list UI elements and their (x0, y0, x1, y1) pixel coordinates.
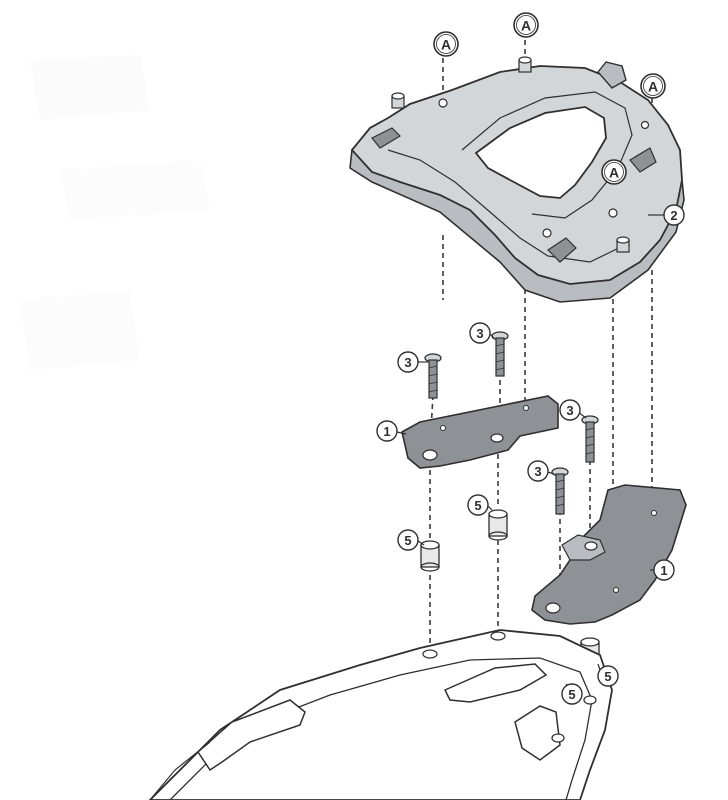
callout-bracket-left: 1 (376, 420, 407, 442)
callout-bracket-right: 1 (650, 559, 675, 581)
svg-text:5: 5 (404, 533, 411, 548)
callout-screw: 3 (559, 399, 587, 421)
callout-spacer: 5 (467, 494, 493, 516)
callout-spacer: 5 (397, 529, 425, 551)
callout-plate: 2 (648, 204, 685, 226)
svg-text:3: 3 (566, 403, 573, 418)
callout-screw: 3 (469, 322, 495, 344)
svg-text:A: A (648, 79, 658, 95)
svg-text:3: 3 (534, 464, 541, 479)
svg-text:5: 5 (604, 669, 611, 684)
svg-text:1: 1 (660, 563, 667, 578)
screw (551, 467, 569, 515)
bracket-right (531, 484, 687, 625)
svg-text:3: 3 (476, 326, 483, 341)
svg-text:3: 3 (404, 355, 411, 370)
screw (581, 415, 599, 463)
screw (424, 353, 442, 399)
callout-a: A (601, 159, 627, 185)
svg-text:2: 2 (670, 208, 677, 223)
screw (491, 331, 509, 377)
callout-a: A (433, 31, 459, 57)
plate-pin (391, 92, 405, 109)
callout-a: A (513, 12, 539, 38)
svg-text:1: 1 (383, 424, 390, 439)
motorcycle-rear-rack (148, 629, 613, 800)
bracket-left (401, 395, 559, 469)
callout-a: A (640, 73, 666, 99)
callout-screw: 3 (527, 460, 555, 482)
plate-pin (616, 236, 630, 253)
callout-spacer: 5 (561, 683, 583, 705)
svg-text:5: 5 (568, 687, 575, 702)
svg-text:5: 5 (474, 498, 481, 513)
background-smudges (20, 55, 210, 370)
svg-text:A: A (609, 165, 619, 181)
plate-pin (518, 56, 532, 73)
svg-text:A: A (441, 37, 451, 53)
svg-text:A: A (521, 18, 531, 34)
spacer (420, 540, 440, 572)
spacer (488, 509, 508, 541)
top-plate (349, 56, 685, 303)
callout-screw: 3 (397, 351, 428, 373)
callout-spacer: 5 (597, 663, 619, 687)
